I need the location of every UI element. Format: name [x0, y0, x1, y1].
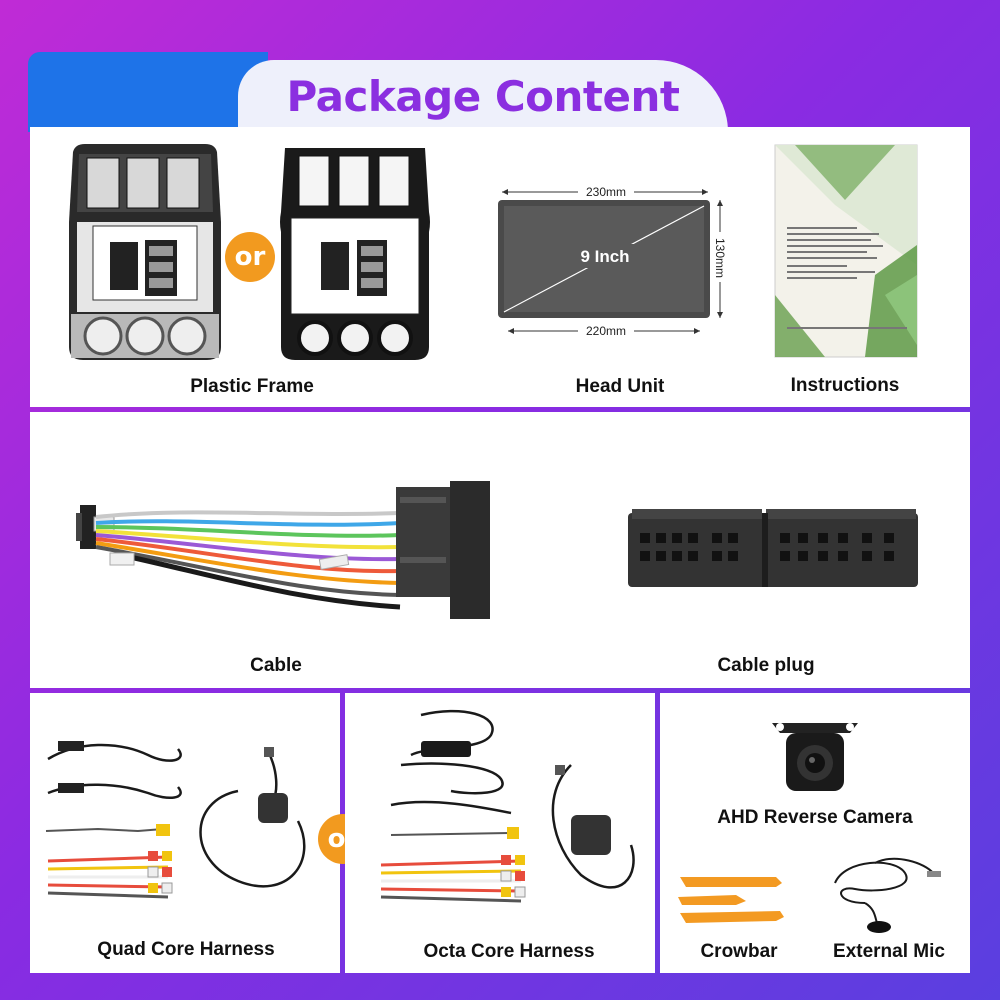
quad-core-harness-image — [45, 741, 306, 899]
row-frame-headunit-instructions: or Plastic Frame 230mm 9 Inch 220mm — [30, 127, 970, 407]
or-badge-frame: or — [225, 232, 275, 282]
instructions-label: Instructions — [790, 375, 900, 396]
quad-core-label: Quad Core Harness — [97, 939, 275, 960]
octa-core-label: Octa Core Harness — [423, 941, 595, 962]
title-tab-blue — [28, 52, 268, 132]
camera-label: AHD Reverse Camera — [717, 807, 913, 828]
crowbar-image — [678, 877, 784, 923]
head-unit-size-label: 9 Inch — [580, 247, 629, 266]
panel-quad-core-harness: Quad Core Harness — [30, 693, 340, 973]
plastic-frame-label: Plastic Frame — [190, 376, 314, 397]
panel-accessories: AHD Reverse Camera Crowbar External Mic — [660, 693, 970, 973]
external-mic-image — [834, 857, 941, 933]
plastic-frame-silver-image — [69, 144, 221, 360]
title-tab: Package Content — [28, 52, 728, 132]
height-label: 130mm — [713, 238, 727, 278]
mic-label: External Mic — [833, 941, 945, 962]
title-tab-white: Package Content — [238, 60, 728, 132]
cable-harness-image — [76, 481, 490, 619]
reverse-camera-image — [772, 723, 858, 791]
octa-core-harness-image — [380, 709, 635, 903]
crowbar-label: Crowbar — [700, 941, 778, 962]
width-top-label: 230mm — [586, 185, 626, 199]
plastic-frame-black-image — [280, 148, 430, 360]
cable-label: Cable — [250, 655, 302, 676]
cable-plug-image — [628, 509, 918, 587]
page-title: Package Content — [286, 71, 680, 121]
head-unit-label: Head Unit — [575, 376, 665, 397]
instructions-booklet-image — [774, 144, 918, 358]
head-unit-image: 230mm 9 Inch 220mm 130mm — [498, 184, 728, 339]
cable-plug-label: Cable plug — [717, 655, 815, 676]
panel-octa-core-harness: Octa Core Harness — [345, 693, 655, 973]
row-cable: Cable Cable plug — [30, 412, 970, 688]
width-bottom-label: 220mm — [586, 324, 626, 338]
